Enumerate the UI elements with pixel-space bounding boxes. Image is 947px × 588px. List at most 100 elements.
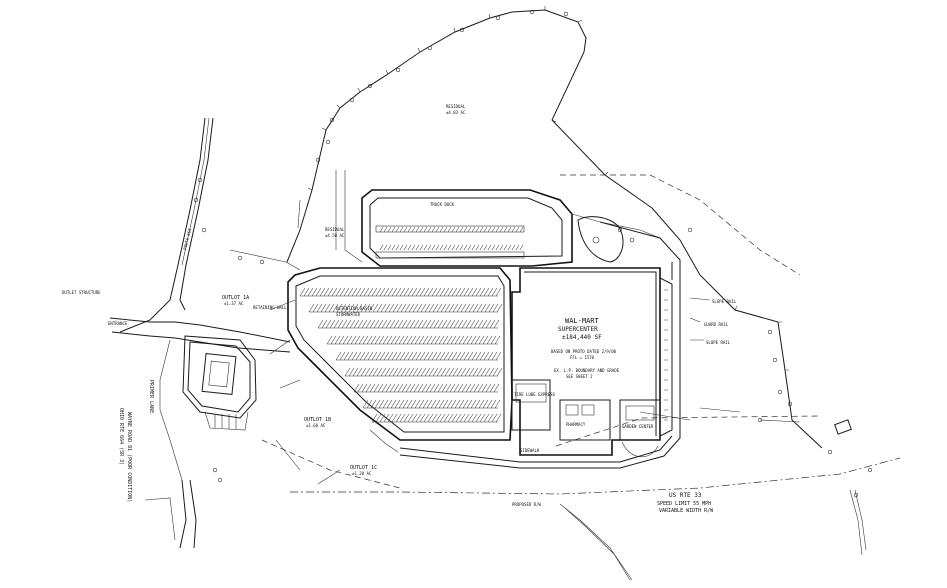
parking-stall-line (491, 287, 498, 297)
parking-stall-line (328, 303, 335, 313)
parking-stall-line (423, 351, 430, 361)
north-stall-line (459, 244, 464, 251)
outlot-1a-name: OUTLOT 1A (222, 295, 249, 301)
parking-stall-line (320, 303, 327, 313)
north-stall-line (519, 244, 524, 251)
parking-stall-line (385, 319, 392, 329)
walmart-note-1: BASED ON PROTO DATED 2/9/00 (551, 349, 617, 354)
parking-stall-line (431, 351, 438, 361)
ring-road (369, 213, 681, 469)
parking-stall-line (438, 399, 445, 409)
parking-stall-line (346, 335, 353, 345)
parking-stall-line (366, 335, 373, 345)
parking-stall-line (419, 287, 426, 297)
parking-stall-line (312, 303, 319, 313)
parking-stall-line (329, 319, 336, 329)
parking-stall-line (387, 413, 394, 423)
parking-stall-line (424, 367, 431, 377)
parking-stall-line (394, 335, 401, 345)
parking-stall-line (410, 399, 417, 409)
parking-stall-line (340, 303, 347, 313)
parking-stall-line (419, 351, 426, 361)
parking-stall-line (492, 367, 499, 377)
pharmacy-label: PHARMACY (566, 422, 586, 427)
parking-stall-line (397, 383, 404, 393)
leader-lines (269, 297, 801, 485)
parking-stall-line (480, 367, 487, 377)
left-roadways (109, 117, 301, 549)
tree-symbol (867, 467, 873, 473)
parking-stall-line (372, 303, 379, 313)
parking-stall-line (428, 303, 435, 313)
north-stall-line (407, 226, 412, 233)
north-stall-line (383, 226, 388, 233)
parking-stall-line (356, 303, 363, 313)
north-stall-line (443, 244, 448, 251)
parking-stall-line (424, 303, 431, 313)
parking-stall-line (358, 335, 365, 345)
north-stall-line (387, 226, 392, 233)
parking-stall-line (473, 383, 480, 393)
parking-stall-line (474, 399, 481, 409)
parking-stall-line (357, 383, 364, 393)
parking-stall-line (405, 319, 412, 329)
parking-stall-line (386, 399, 393, 409)
north-stall-line (431, 226, 436, 233)
parking-stall-line (475, 287, 482, 297)
north-stall-line (483, 226, 488, 233)
parking-stall-line (450, 399, 457, 409)
north-stall-line (455, 244, 460, 251)
parking-stall-line (495, 351, 502, 361)
parking-stall-line (373, 383, 380, 393)
parking-stall-line (467, 351, 474, 361)
parking-stall-line (461, 383, 468, 393)
north-stall-line (391, 226, 396, 233)
parking-stall-line (407, 351, 414, 361)
north-stall-line (499, 226, 504, 233)
parking-stall-line (407, 287, 414, 297)
speed-limit-label: SPEED LIMIT 55 MPH (657, 501, 711, 507)
parking-stall-line (457, 319, 464, 329)
retaining-wall-label: RETAINING WALL (253, 305, 287, 310)
parking-stall-line (398, 335, 405, 345)
parking-stall-line (420, 303, 427, 313)
parking-stall-line (331, 287, 338, 297)
parking-stall-line (342, 335, 349, 345)
parking-stall-line (496, 303, 503, 313)
parking-stall-line (418, 399, 425, 409)
outlot-1b-area: ±1.60 AC (306, 423, 326, 428)
parking-stall-line (452, 303, 459, 313)
parking-stall-line (382, 399, 389, 409)
parking-stall-line (384, 367, 391, 377)
parking-stall-line (478, 335, 485, 345)
parking-stall-line (374, 335, 381, 345)
parking-stall-line (479, 351, 486, 361)
parking-stall-line (392, 367, 399, 377)
guard-rail-label: GUARD RAIL (704, 322, 729, 327)
parking-stall-line (435, 413, 442, 423)
parking-stall-line (323, 287, 330, 297)
parking-stall-line (465, 319, 472, 329)
parking-stall-line (459, 413, 466, 423)
parking-stall-line (484, 367, 491, 377)
primer-lane-label: PRIMER LANE (148, 380, 154, 413)
us-rte-33-right-of-way (261, 174, 901, 581)
parking-stall-line (496, 367, 503, 377)
parking-stall-line (481, 319, 488, 329)
tree-symbol (529, 9, 535, 15)
parking-stall-line (334, 335, 341, 345)
tree-symbol (367, 83, 373, 89)
parking-stall-line (482, 335, 489, 345)
parking-stall-line (379, 287, 386, 297)
parking-stall-line (416, 303, 423, 313)
tree-symbol (212, 467, 218, 473)
parking-stall-line (419, 413, 426, 423)
parking-stall-line (387, 351, 394, 361)
north-stall-line (463, 244, 468, 251)
parking-stall-line (448, 303, 455, 313)
residual2-area: ±4.50 AC (325, 233, 345, 238)
parking-stall-line (421, 319, 428, 329)
parking-stall-line (464, 367, 471, 377)
parking-stall-line (416, 367, 423, 377)
parking-stall-line (352, 303, 359, 313)
